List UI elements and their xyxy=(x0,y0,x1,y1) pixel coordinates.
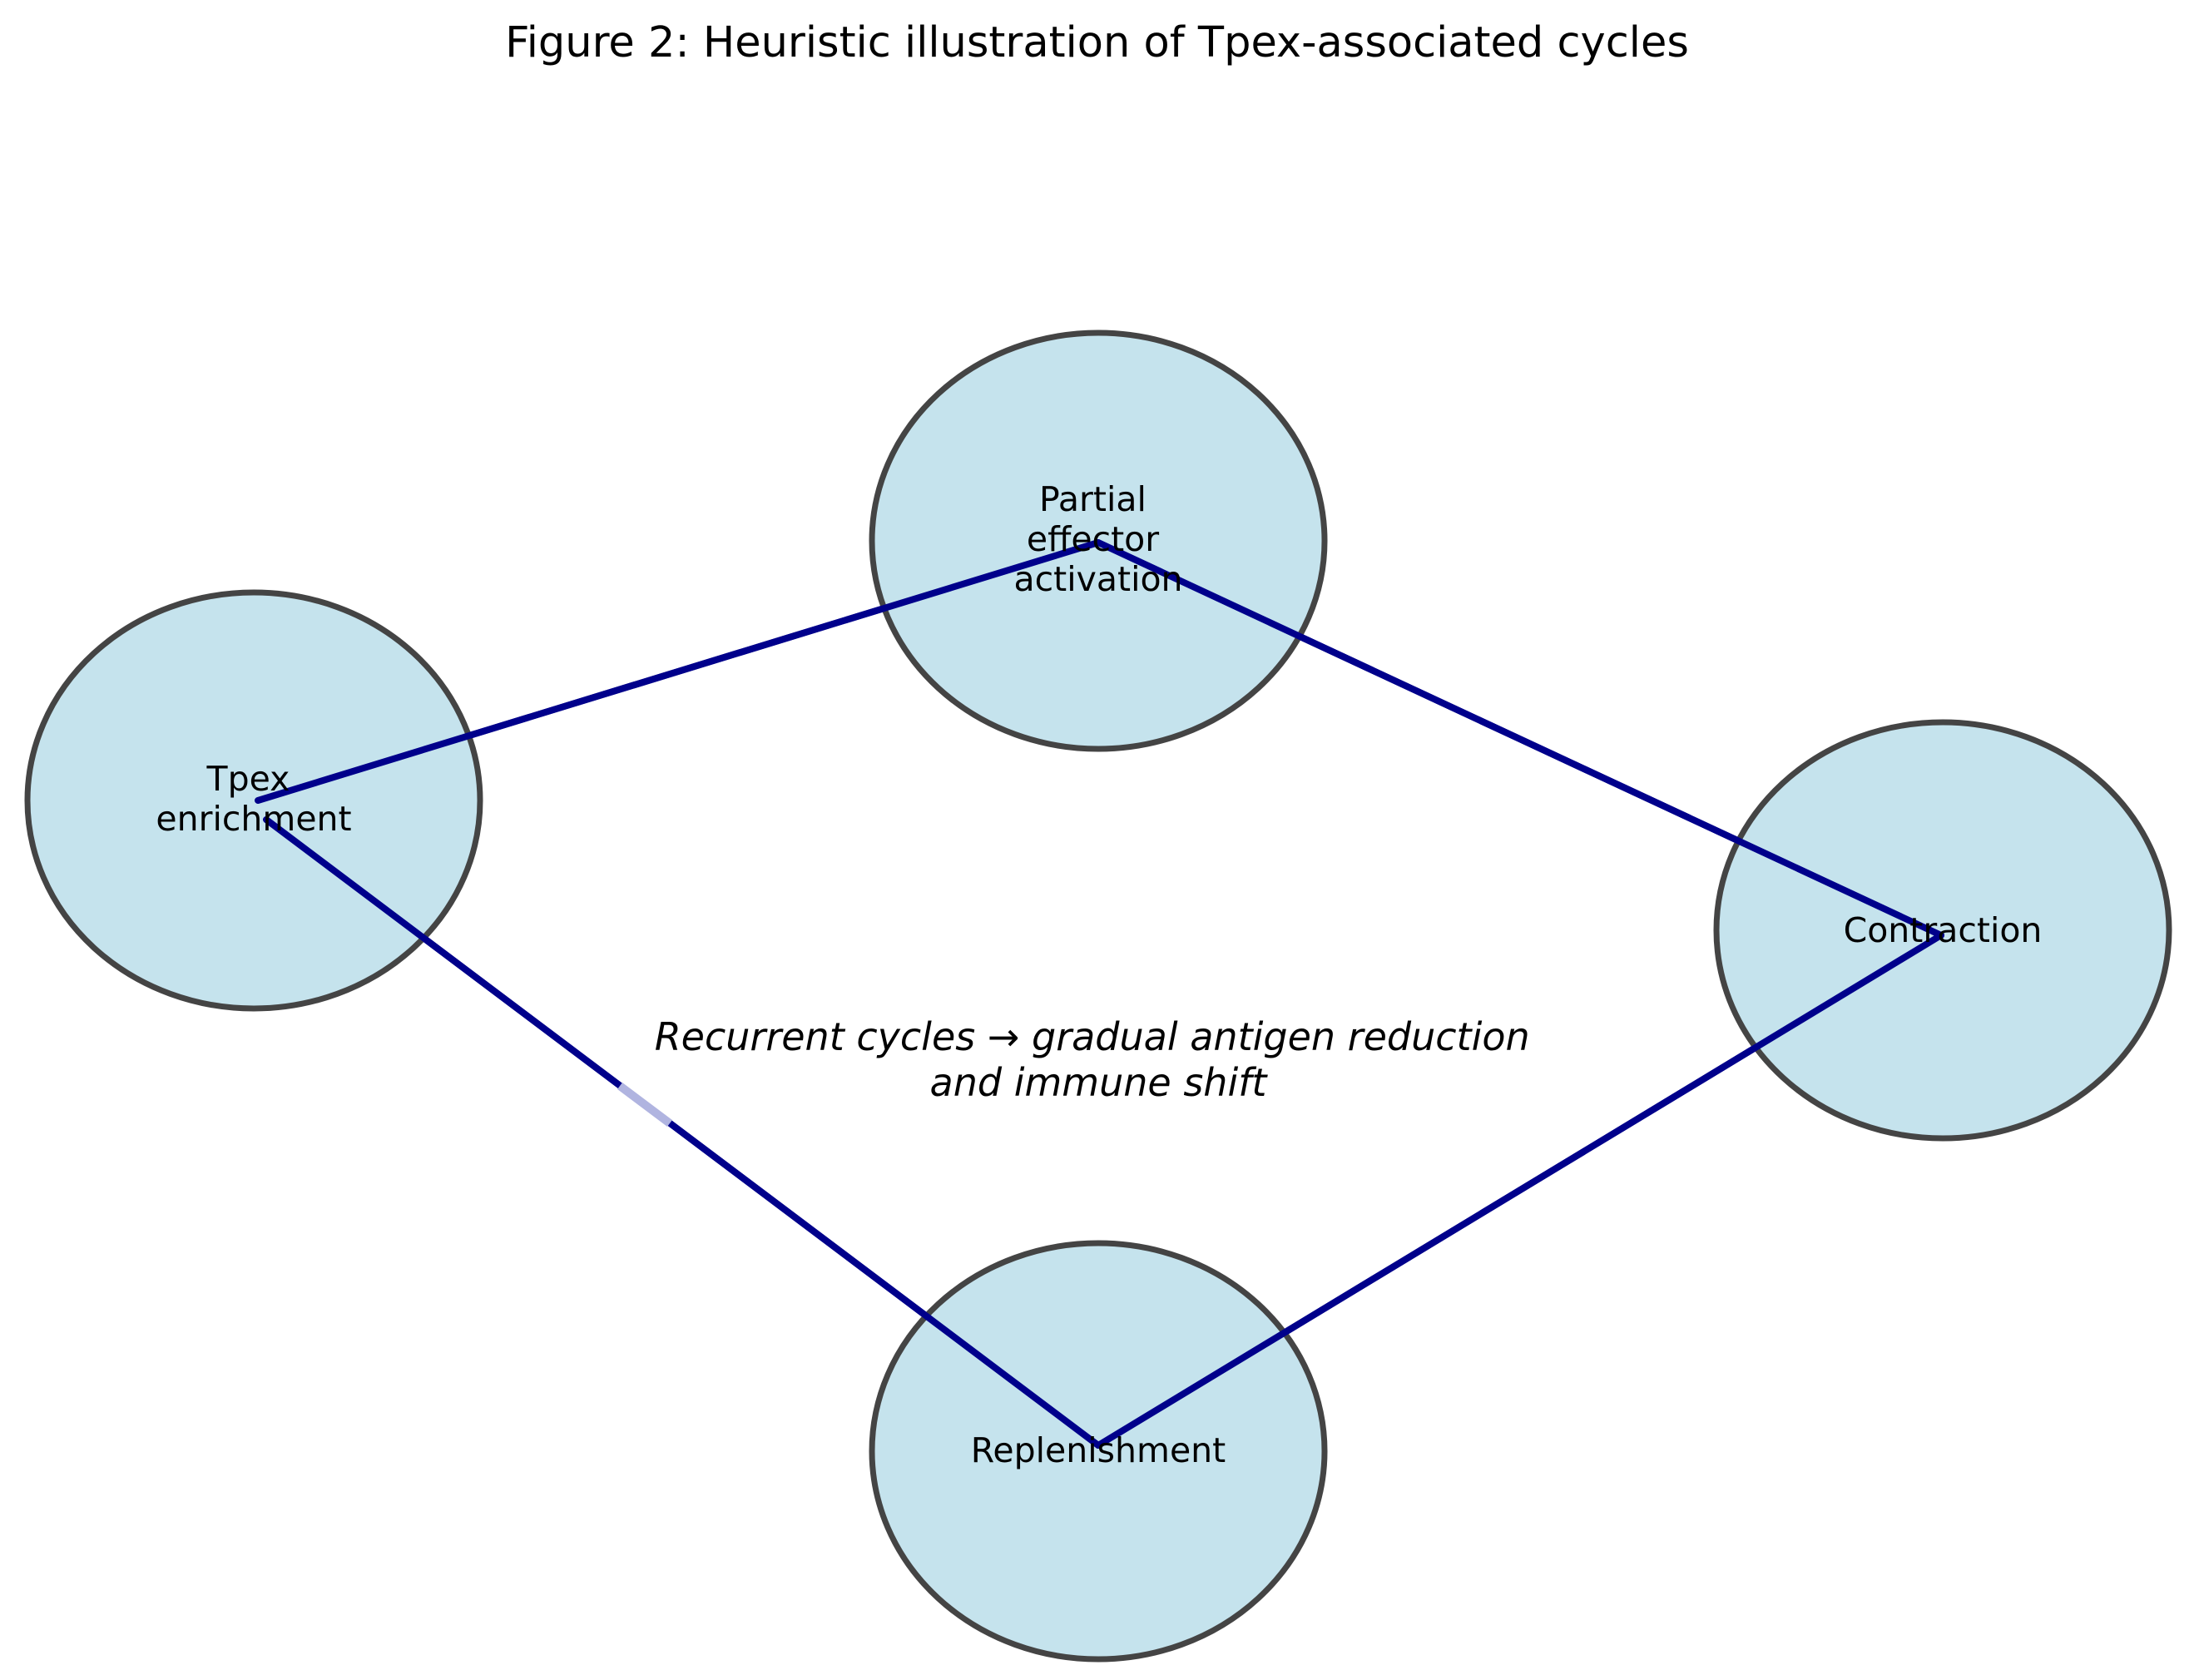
node-label-line: activation xyxy=(1013,559,1182,599)
node-contraction xyxy=(1713,719,2172,1142)
annotation-line: Recurrent cycles → gradual antigen reduc… xyxy=(655,1014,1530,1059)
edge-tpex-to-partial-top xyxy=(255,539,1102,804)
figure-title: Figure 2: Heuristic illustration of Tpex… xyxy=(505,18,1689,67)
node-label-line: Tpex xyxy=(206,759,290,799)
node-label-partial-effector-activation: Partial effector activation xyxy=(1013,479,1182,599)
node-label-line: enrichment xyxy=(156,799,351,839)
node-label-line: Partial xyxy=(1039,479,1147,519)
node-label-replenishment: Replenishment xyxy=(971,1430,1226,1470)
node-label-tpex-enrichment: Tpex enrichment xyxy=(156,759,351,839)
node-label-line: effector xyxy=(1027,519,1159,559)
annotation-line: and immune shift xyxy=(930,1060,1269,1105)
node-replenishment xyxy=(869,1240,1328,1663)
edge-replenishment-to-tpex-top xyxy=(263,816,1102,1449)
node-label-line: Contraction xyxy=(1844,910,2043,950)
edge-contraction-to-replenishment-top xyxy=(1095,932,1944,1449)
node-label-line: Replenishment xyxy=(971,1430,1226,1470)
node-label-contraction: Contraction xyxy=(1844,910,2043,950)
edge-faded-segment xyxy=(617,1083,672,1127)
cycle-annotation: Recurrent cycles → gradual antigen reduc… xyxy=(655,1014,1543,1105)
node-tpex-enrichment xyxy=(24,589,483,1012)
edges-top-layer xyxy=(255,539,1944,1449)
edge-partial-to-contraction-top xyxy=(1095,539,1944,939)
labels-layer: Tpex enrichment Partial effector activat… xyxy=(156,479,2042,1470)
